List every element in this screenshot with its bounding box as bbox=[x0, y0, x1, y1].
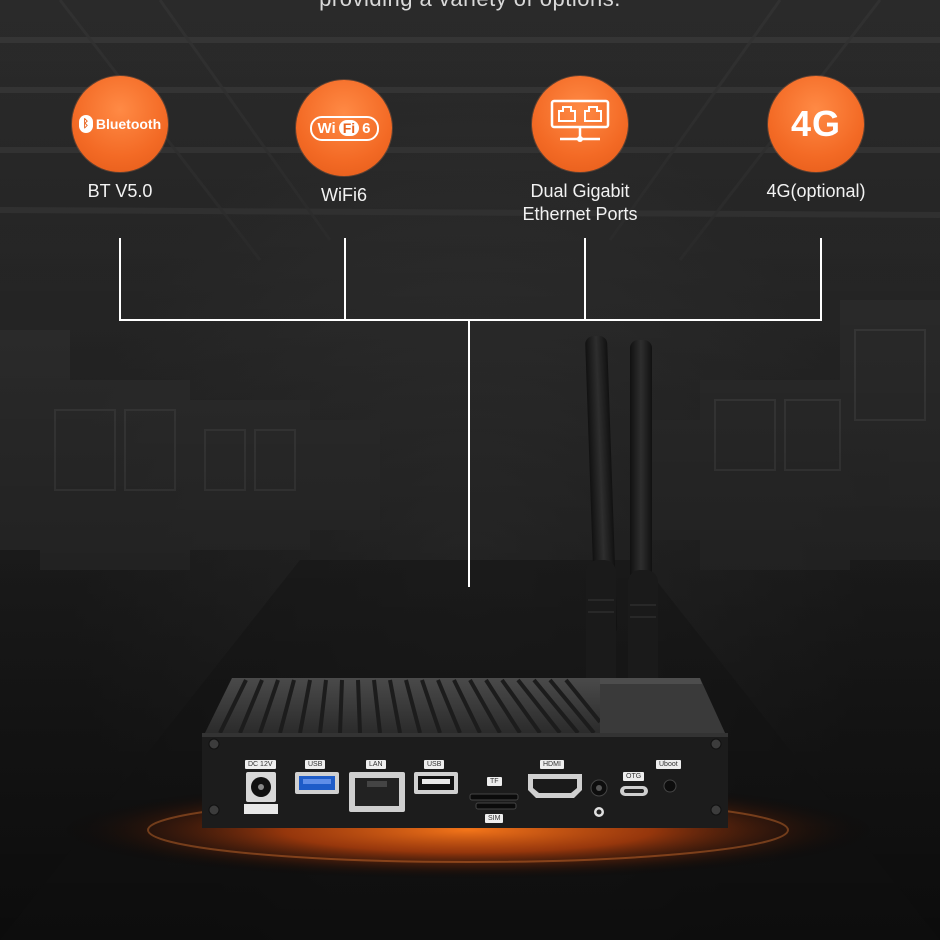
port-label-usb: USB bbox=[424, 760, 445, 769]
connector-line-wifi bbox=[344, 238, 346, 320]
connector-line-ethernet bbox=[584, 238, 586, 320]
ethernet-ports-icon bbox=[550, 99, 610, 142]
feature-bluetooth: ᛒ Bluetooth BT V5.0 bbox=[20, 76, 220, 203]
port-label-uboot: Uboot bbox=[656, 760, 681, 769]
connector-line-4g bbox=[820, 238, 822, 320]
feature-circle: 4G bbox=[768, 76, 864, 172]
port-label-usb: USB bbox=[305, 760, 326, 769]
feature-circle: ᛒ Bluetooth bbox=[72, 76, 168, 172]
port-label-otg: OTG bbox=[623, 772, 645, 781]
feature-label: 4G(optional) bbox=[766, 181, 866, 201]
feature-label: WiFi6 bbox=[321, 185, 367, 205]
feature-4g: 4G 4G(optional) bbox=[716, 76, 916, 203]
feature-ethernet: Dual Gigabit Ethernet Ports bbox=[480, 76, 680, 226]
port-label-tf: TF bbox=[487, 777, 502, 786]
bluetooth-logo-icon: ᛒ Bluetooth bbox=[78, 115, 161, 133]
port-label-lan: LAN bbox=[366, 760, 386, 769]
port-label-dc: DC 12V bbox=[245, 760, 276, 769]
connector-line-horizontal bbox=[119, 319, 822, 321]
port-label-hdmi: HDMI bbox=[540, 760, 564, 769]
feature-label: BT V5.0 bbox=[87, 181, 153, 201]
connector-line-bt bbox=[119, 238, 121, 320]
4g-icon: 4G bbox=[790, 103, 842, 144]
headline: providing a variety of options. bbox=[0, 0, 940, 12]
feature-circle bbox=[532, 76, 628, 172]
feature-label: Dual Gigabit Ethernet Ports bbox=[522, 181, 638, 224]
port-label-sim: SIM bbox=[485, 814, 504, 823]
connector-line-main bbox=[468, 319, 470, 587]
